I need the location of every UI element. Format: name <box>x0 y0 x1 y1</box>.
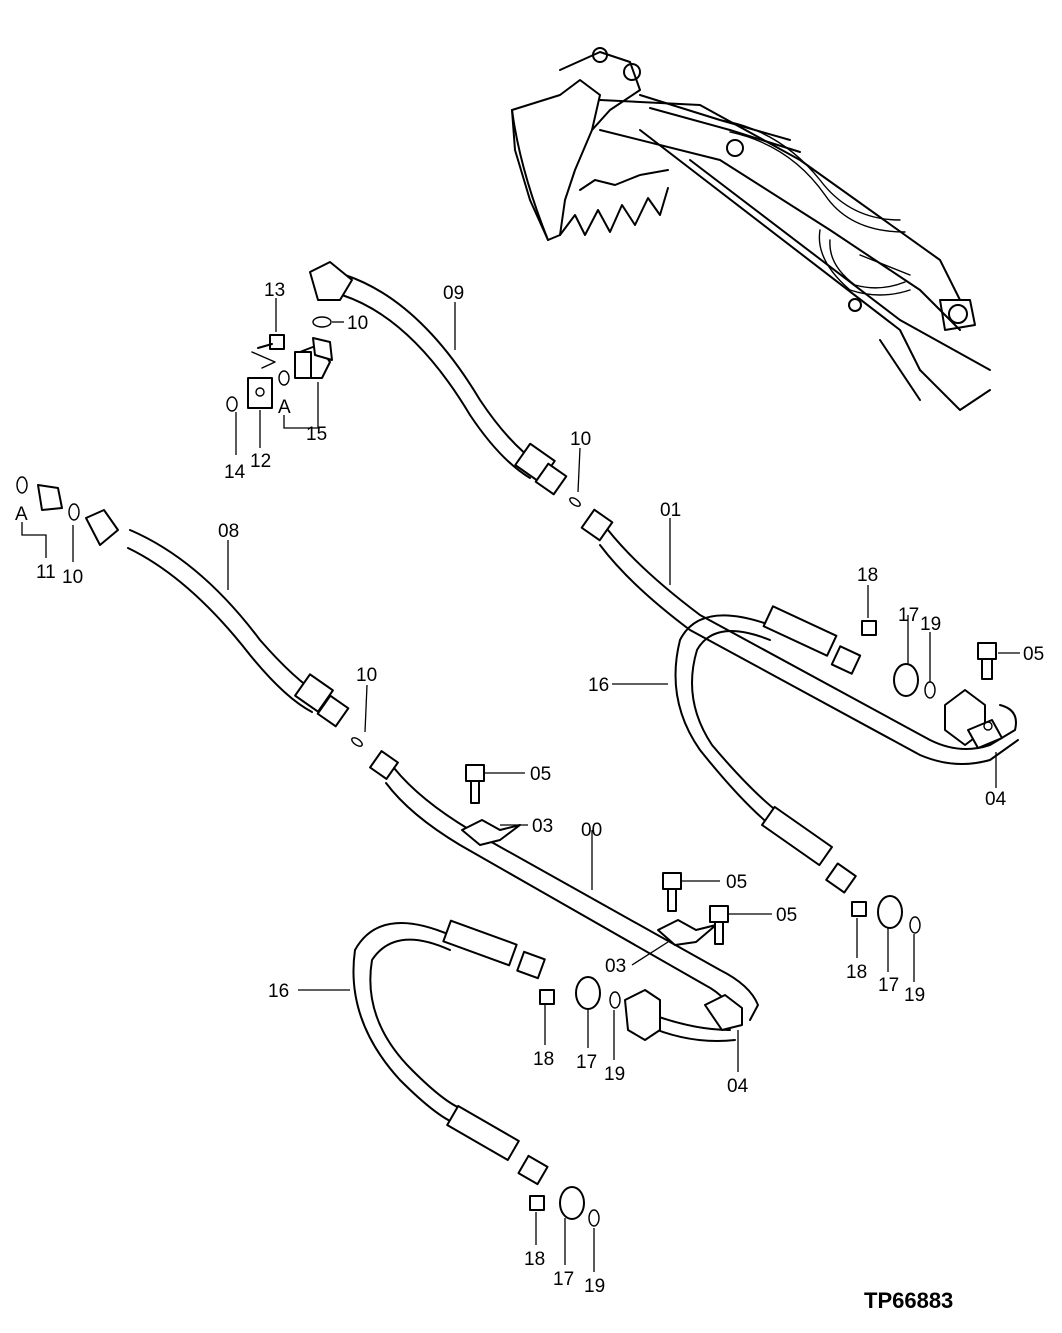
label-12: 12 <box>250 451 271 472</box>
hose-09 <box>309 261 568 496</box>
label-17: 17 <box>898 605 919 626</box>
bolt <box>251 334 285 369</box>
flange-block <box>247 377 273 409</box>
label-05: 05 <box>776 905 797 926</box>
label-14: 14 <box>224 462 246 483</box>
figure-reference: TP66883 <box>864 1288 953 1313</box>
bolt <box>465 764 485 782</box>
label-19: 19 <box>584 1276 605 1297</box>
label-09: 09 <box>443 283 464 304</box>
hose-08 <box>16 476 363 747</box>
bolt <box>529 1195 545 1211</box>
excavator-arm-illustration <box>511 47 991 411</box>
elbow-fitting <box>294 337 333 379</box>
label-10: 10 <box>356 665 377 686</box>
label-19: 19 <box>920 614 941 635</box>
label-08: 08 <box>218 521 239 542</box>
bolt <box>977 642 997 680</box>
split-flange <box>575 976 601 1010</box>
label-19: 19 <box>604 1064 625 1085</box>
o-ring <box>924 681 936 699</box>
split-flange <box>893 663 919 697</box>
hose-16 <box>674 605 862 894</box>
label-10: 10 <box>570 429 591 450</box>
label-a: A <box>278 397 291 418</box>
label-18: 18 <box>524 1249 545 1270</box>
o-ring <box>909 916 921 934</box>
label-04: 04 <box>985 789 1007 810</box>
hose-16-lower <box>352 919 549 1186</box>
label-05: 05 <box>726 872 747 893</box>
label-05: 05 <box>530 764 551 785</box>
bolt <box>667 888 677 912</box>
pipe-00 <box>369 750 759 1042</box>
label-03: 03 <box>532 816 553 837</box>
label-19: 19 <box>904 985 925 1006</box>
pipe-01 <box>569 497 1019 765</box>
o-ring <box>588 1209 600 1227</box>
label-18: 18 <box>533 1049 554 1070</box>
leader-lines <box>21 298 1020 1272</box>
label-16: 16 <box>268 981 289 1002</box>
bolt <box>861 620 877 636</box>
label-01: 01 <box>660 500 681 521</box>
label-00: 00 <box>581 820 602 841</box>
bolt <box>470 780 480 804</box>
label-17: 17 <box>576 1052 597 1073</box>
o-ring <box>312 316 332 328</box>
bolt <box>709 905 729 923</box>
split-flange <box>559 1186 585 1220</box>
label-18: 18 <box>857 565 878 586</box>
label-17: 17 <box>878 975 899 996</box>
bolt <box>851 901 867 917</box>
label-a: A <box>15 504 28 525</box>
o-ring <box>226 396 238 412</box>
label-10: 10 <box>347 313 368 334</box>
label-13: 13 <box>264 280 285 301</box>
part-labels: 13 10 09 14 12 A 15 10 A 11 10 08 01 18 … <box>15 280 1044 1297</box>
label-11: 11 <box>36 562 56 583</box>
o-ring <box>609 991 621 1009</box>
label-18: 18 <box>846 962 867 983</box>
bolt <box>539 989 555 1005</box>
bolt <box>662 872 682 890</box>
label-03: 03 <box>605 956 626 977</box>
bolt <box>714 921 724 945</box>
label-04: 04 <box>727 1076 749 1097</box>
o-ring <box>278 370 290 386</box>
label-05: 05 <box>1023 644 1044 665</box>
label-15: 15 <box>306 424 327 445</box>
label-10: 10 <box>62 567 83 588</box>
split-flange <box>877 895 903 929</box>
label-17: 17 <box>553 1269 574 1290</box>
label-16: 16 <box>588 675 609 696</box>
